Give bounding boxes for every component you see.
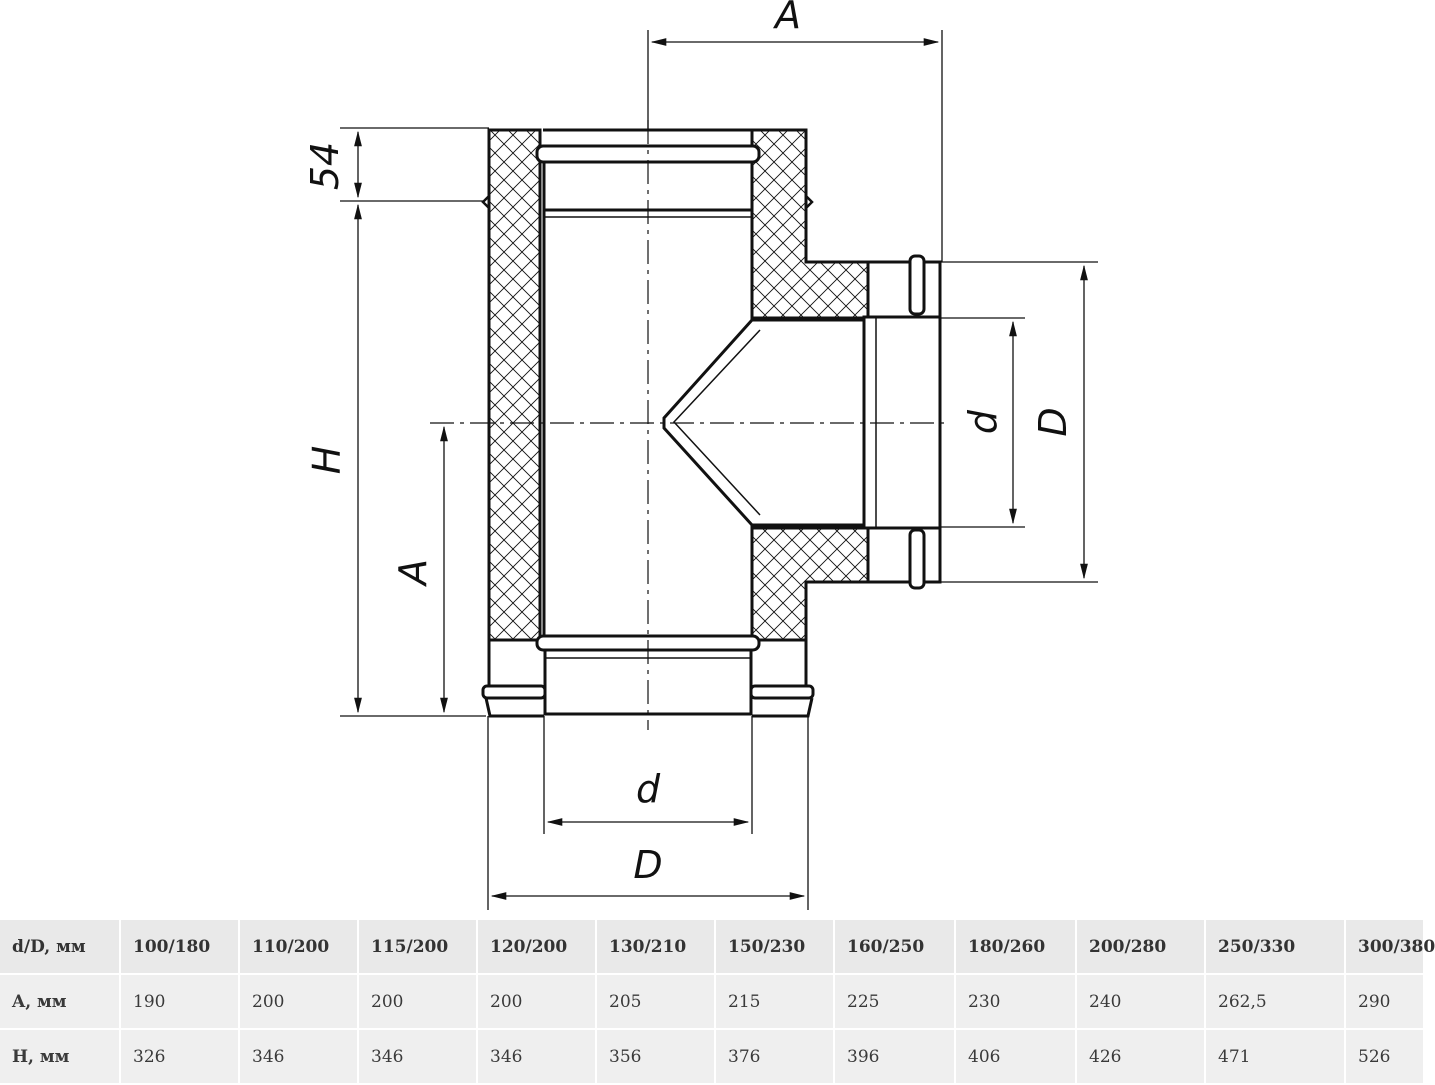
label-bottom-d: d: [636, 767, 661, 811]
label-bottom-big-d: D: [633, 843, 662, 887]
label-top-a: A: [772, 0, 801, 37]
table-cell: 290: [1345, 974, 1425, 1030]
header-cell: 250/330: [1205, 920, 1346, 975]
table-row-h: H, мм 326 346 346 346 356 376 396 406 42…: [0, 1029, 1425, 1085]
label-54: 54: [303, 142, 347, 190]
header-cell: 115/200: [358, 920, 478, 975]
table-row-a: A, мм 190 200 200 200 205 215 225 230 24…: [0, 974, 1425, 1030]
header-cell: 180/260: [955, 920, 1077, 975]
table-cell: 326: [120, 1029, 240, 1085]
table-cell: 346: [477, 1029, 597, 1085]
table-header-row: d/D, мм 100/180 110/200 115/200 120/200 …: [0, 920, 1435, 975]
table-cell: 230: [955, 974, 1077, 1030]
header-cell: 100/180: [120, 920, 240, 975]
label-side-a: A: [391, 559, 435, 588]
dimension-lines: [340, 30, 1098, 910]
table-cell: 205: [596, 974, 716, 1030]
table-cell: 396: [834, 1029, 956, 1085]
table-cell: 190: [120, 974, 240, 1030]
dimensions-table: d/D, мм 100/180 110/200 115/200 120/200 …: [0, 920, 1435, 1085]
insulation-hatching: [487, 128, 870, 642]
header-cell: 150/230: [715, 920, 835, 975]
table-cell: 346: [239, 1029, 359, 1085]
label-branch-d: d: [961, 409, 1005, 434]
table-cell: 200: [239, 974, 359, 1030]
table-cell: 346: [358, 1029, 478, 1085]
header-cell: 110/200: [239, 920, 359, 975]
header-cell: 200/280: [1076, 920, 1206, 975]
row-label: H, мм: [0, 1029, 121, 1085]
table-cell: 262,5: [1205, 974, 1346, 1030]
table-cell: 200: [477, 974, 597, 1030]
header-cell: 300/380: [1345, 920, 1435, 975]
dimension-labels: A 54 H A d D d D: [303, 0, 1075, 887]
table-cell: 526: [1345, 1029, 1425, 1085]
header-cell: 160/250: [834, 920, 956, 975]
row-label: A, мм: [0, 974, 121, 1030]
label-h: H: [305, 446, 349, 475]
table-cell: 471: [1205, 1029, 1346, 1085]
table-cell: 200: [358, 974, 478, 1030]
table-cell: 215: [715, 974, 835, 1030]
label-branch-big-d: D: [1031, 407, 1075, 436]
header-cell: 130/210: [596, 920, 716, 975]
table-cell: 356: [596, 1029, 716, 1085]
center-lines: [430, 120, 950, 730]
table-cell: 225: [834, 974, 956, 1030]
tee-technical-drawing: A 54 H A d D d D: [303, 0, 1098, 910]
table-cell: 426: [1076, 1029, 1206, 1085]
header-label: d/D, мм: [0, 920, 121, 975]
table-cell: 376: [715, 1029, 835, 1085]
header-cell: 120/200: [477, 920, 597, 975]
table-cell: 240: [1076, 974, 1206, 1030]
table-cell: 406: [955, 1029, 1077, 1085]
